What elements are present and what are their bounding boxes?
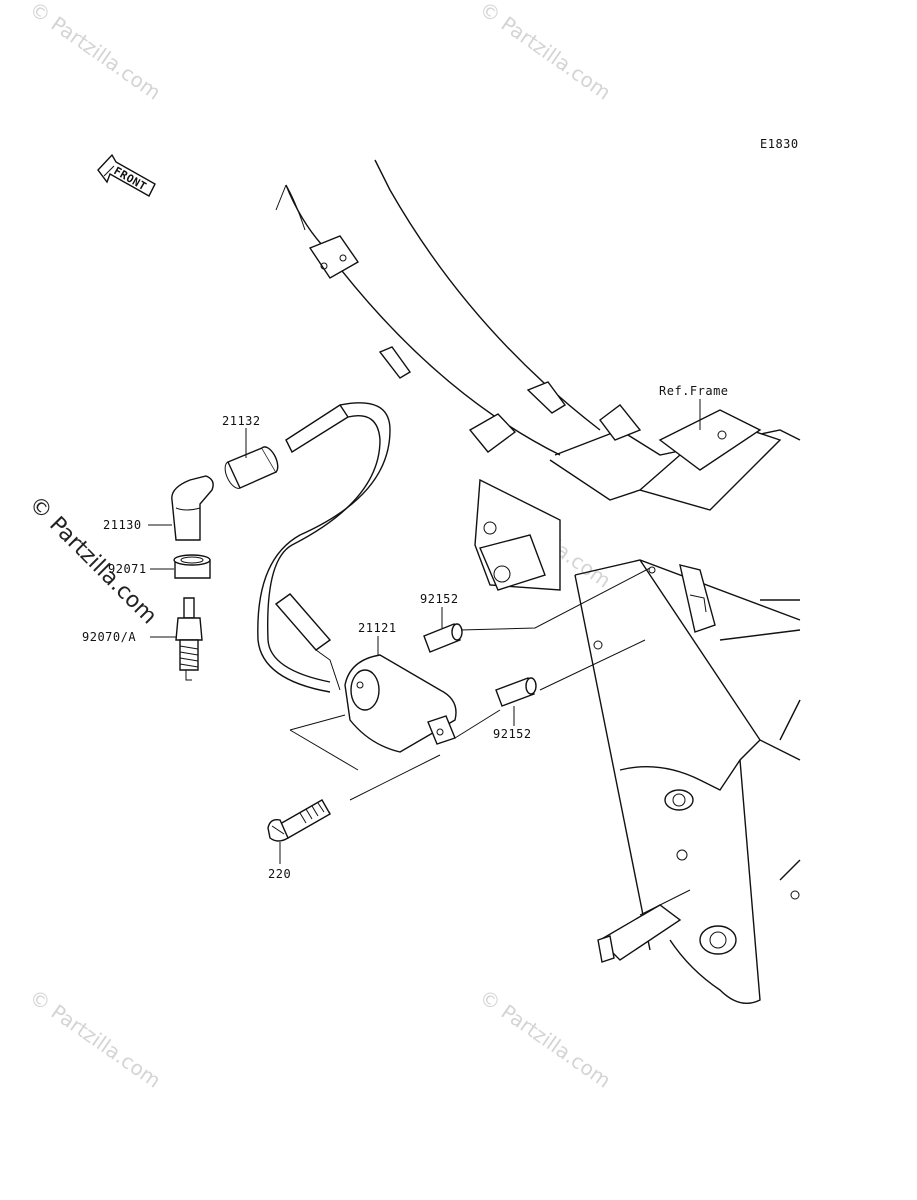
part-92070A-spark-plug[interactable] xyxy=(175,597,203,681)
watermark-dark-left: © Partzilla.com xyxy=(24,492,162,630)
part-label-92070A[interactable]: 92070/A xyxy=(82,630,136,644)
part-21132-cap[interactable] xyxy=(224,446,279,489)
mounting-guide-lines xyxy=(289,567,651,831)
part-21121-ignition-coil[interactable] xyxy=(344,654,457,753)
svg-text:© Partzilla.com: © Partzilla.com xyxy=(475,0,615,105)
watermark-bottom-left: © Partzilla.com xyxy=(25,984,165,1092)
svg-text:© Partzilla.com: © Partzilla.com xyxy=(25,0,165,105)
svg-text:© Partzilla.com: © Partzilla.com xyxy=(25,984,165,1092)
part-label-220[interactable]: 220 xyxy=(268,867,291,881)
part-21130-plug-cap[interactable] xyxy=(171,475,214,541)
part-label-92152-upper[interactable]: 92152 xyxy=(420,592,459,606)
part-label-21130[interactable]: 21130 xyxy=(103,518,142,532)
part-92152-collar-lower[interactable] xyxy=(495,677,537,707)
ref-frame-label: Ref.Frame xyxy=(659,384,729,398)
watermark-bottom-right: © Partzilla.com xyxy=(475,984,615,1092)
front-label: FRONT xyxy=(112,164,149,193)
front-arrow-icon: FRONT xyxy=(97,153,156,197)
watermark-top-right: © Partzilla.com xyxy=(475,0,615,105)
watermark-top-left: © Partzilla.com xyxy=(25,0,165,105)
part-220-bolt[interactable] xyxy=(267,799,331,842)
part-92152-collar-upper[interactable] xyxy=(423,623,463,653)
svg-text:© Partzilla.com: © Partzilla.com xyxy=(24,492,162,630)
frame-outline xyxy=(275,159,801,1004)
svg-text:© Partzilla.com: © Partzilla.com xyxy=(475,984,615,1092)
diagram-code: E1830 xyxy=(760,137,799,151)
part-label-92071[interactable]: 92071 xyxy=(108,562,147,576)
part-label-21132[interactable]: 21132 xyxy=(222,414,261,428)
spark-plug-lead xyxy=(257,402,391,693)
part-label-92152-lower[interactable]: 92152 xyxy=(493,727,532,741)
part-92071-ring[interactable] xyxy=(173,554,211,579)
part-label-21121[interactable]: 21121 xyxy=(358,621,397,635)
